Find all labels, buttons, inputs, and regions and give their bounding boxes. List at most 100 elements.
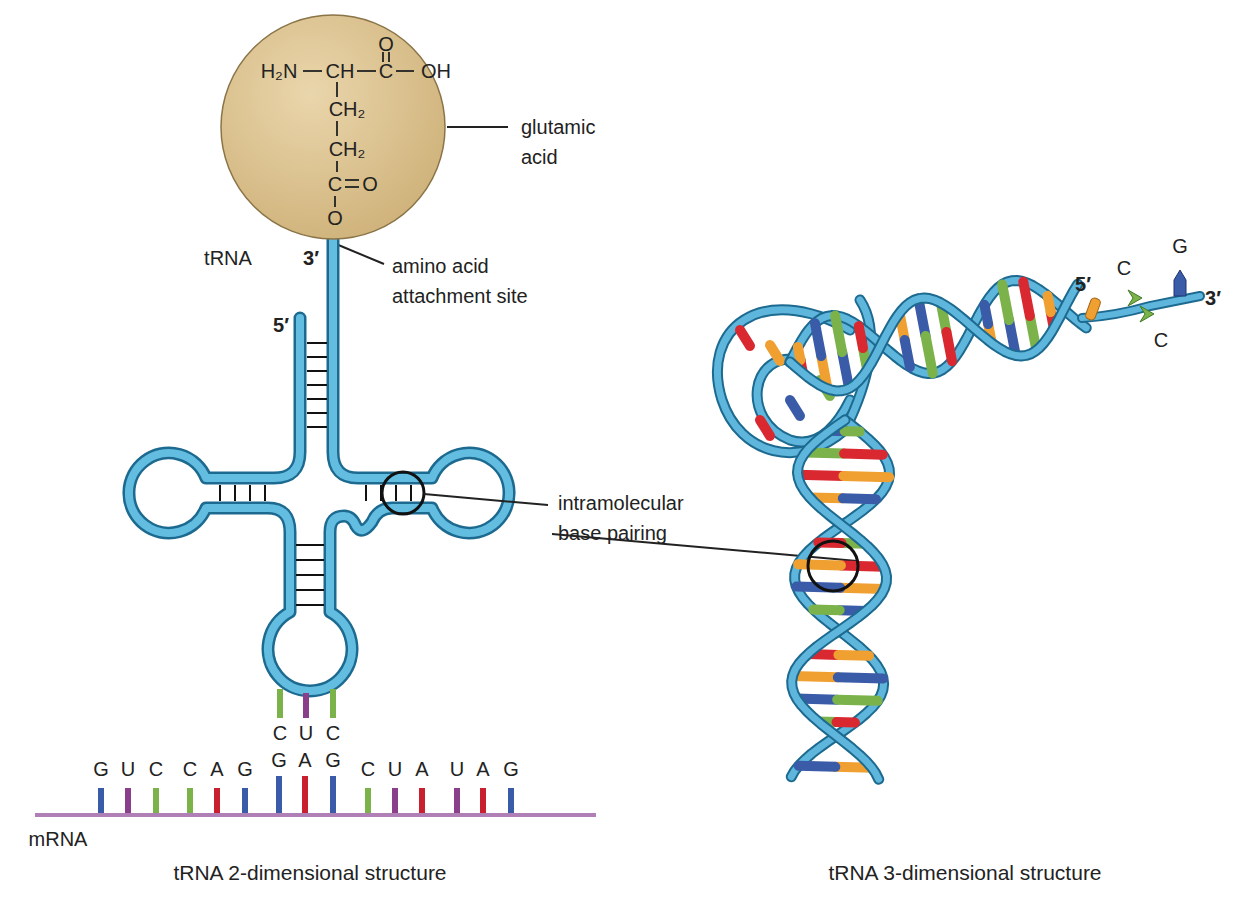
base-letter: A	[415, 757, 428, 781]
base-rod	[760, 420, 770, 436]
base-rod	[859, 326, 863, 348]
formula-atom: H₂N	[261, 59, 298, 83]
base-rod	[918, 299, 925, 336]
chemical-bond	[334, 196, 336, 207]
base-letter: C	[1117, 256, 1131, 280]
base-letter: C	[326, 721, 340, 745]
ribbon-stroke	[790, 281, 1086, 374]
base-rod	[815, 323, 821, 356]
leader-line	[336, 244, 384, 264]
base-rod	[799, 766, 836, 767]
ribbon-stroke	[792, 420, 887, 779]
base-rod	[798, 564, 841, 565]
base-rod	[905, 340, 910, 367]
formula-atom: CH₂	[329, 137, 366, 161]
formula-atom: C	[328, 172, 342, 196]
chemical-bond	[303, 70, 322, 72]
base-rod	[798, 475, 844, 476]
base-letter: C	[149, 757, 163, 781]
part-name: glutamic acid	[521, 112, 636, 172]
mrna-bases	[101, 776, 511, 813]
base-letter: C	[361, 757, 375, 781]
base-letter: A	[210, 757, 223, 781]
trna-3d-ribbon	[717, 281, 1200, 780]
base-rod	[1023, 282, 1030, 316]
part-name: intramolecular base pairing	[558, 488, 723, 548]
base-letter: U	[121, 757, 135, 781]
base-letter: U	[388, 757, 402, 781]
formula-atom: CH	[326, 59, 355, 83]
molecule-name: tRNA	[204, 246, 252, 270]
base-letter: C	[273, 721, 287, 745]
base-rod	[844, 454, 883, 455]
base-rod	[790, 400, 800, 416]
base-rod	[793, 676, 838, 677]
caption: tRNA 3-dimensional structure	[828, 860, 1101, 885]
base-letter: U	[450, 757, 464, 781]
part-name: amino acid attachment site	[392, 251, 557, 311]
end-marker: 5′	[1075, 272, 1091, 296]
end-marker: 3′	[1205, 286, 1221, 310]
trna-2d-backbone	[129, 240, 509, 691]
formula-atom: O	[362, 172, 378, 196]
amino-acid-ball	[221, 15, 445, 239]
molecule-name: mRNA	[29, 827, 88, 851]
base-pair-rungs	[220, 343, 411, 605]
caption: tRNA 2-dimensional structure	[173, 860, 446, 885]
ribbon-stroke	[790, 281, 1086, 374]
base-rod	[740, 330, 750, 346]
formula-atom: C	[379, 59, 393, 83]
base-letter: G	[1172, 234, 1188, 258]
base-letter: G	[325, 748, 341, 772]
base-rod	[843, 493, 876, 504]
base-rod	[770, 345, 780, 361]
formula-atom: O	[378, 32, 394, 56]
circle-outline	[220, 14, 446, 240]
base-rod	[835, 316, 842, 352]
base-letter: G	[93, 757, 109, 781]
end-marker: 3′	[303, 246, 319, 270]
base-rod	[798, 347, 801, 360]
base-rod	[838, 650, 869, 661]
base-rod	[926, 336, 933, 373]
base-rod	[1002, 285, 1009, 320]
base-letter: A	[476, 757, 489, 781]
ribbon-stroke	[792, 420, 887, 779]
base-letter: G	[503, 757, 519, 781]
ribbon-stroke	[790, 284, 1078, 391]
base-rod	[837, 700, 878, 701]
chemical-bond	[345, 179, 359, 181]
base-letter: C	[183, 757, 197, 781]
leader-line	[447, 126, 508, 128]
mrna-strand	[35, 813, 596, 817]
highlight-circle	[808, 541, 858, 591]
base-rod	[843, 476, 889, 477]
chemical-bond	[345, 186, 359, 188]
chemical-bond	[336, 121, 338, 136]
base-rod	[946, 332, 952, 361]
base-rod	[813, 604, 839, 615]
base-letter: U	[299, 721, 313, 745]
ribbon-stroke	[790, 284, 1078, 391]
base-letter: G	[271, 748, 287, 772]
base-letter: A	[298, 748, 311, 772]
formula-atom: OH	[421, 59, 451, 83]
chemical-bond	[357, 70, 376, 72]
base-letter: G	[237, 757, 253, 781]
base-rod	[984, 305, 988, 324]
formula-atom: CH₂	[329, 97, 366, 121]
formula-atom: O	[327, 206, 343, 230]
base-rod	[845, 426, 860, 436]
base-rod	[1048, 296, 1051, 312]
leader-line	[424, 494, 548, 505]
base-letter: C	[1154, 328, 1168, 352]
base-rod	[838, 677, 883, 678]
chemical-bond	[396, 70, 414, 72]
anticodon-bars	[280, 689, 333, 718]
highlight-circle	[382, 472, 424, 514]
amino-acid-circle: OH₂NCHCOHCH₂CH₂COO	[220, 14, 446, 240]
end-marker: 5′	[273, 313, 289, 337]
cca-tail	[1085, 270, 1186, 322]
chemical-bond	[336, 161, 338, 172]
